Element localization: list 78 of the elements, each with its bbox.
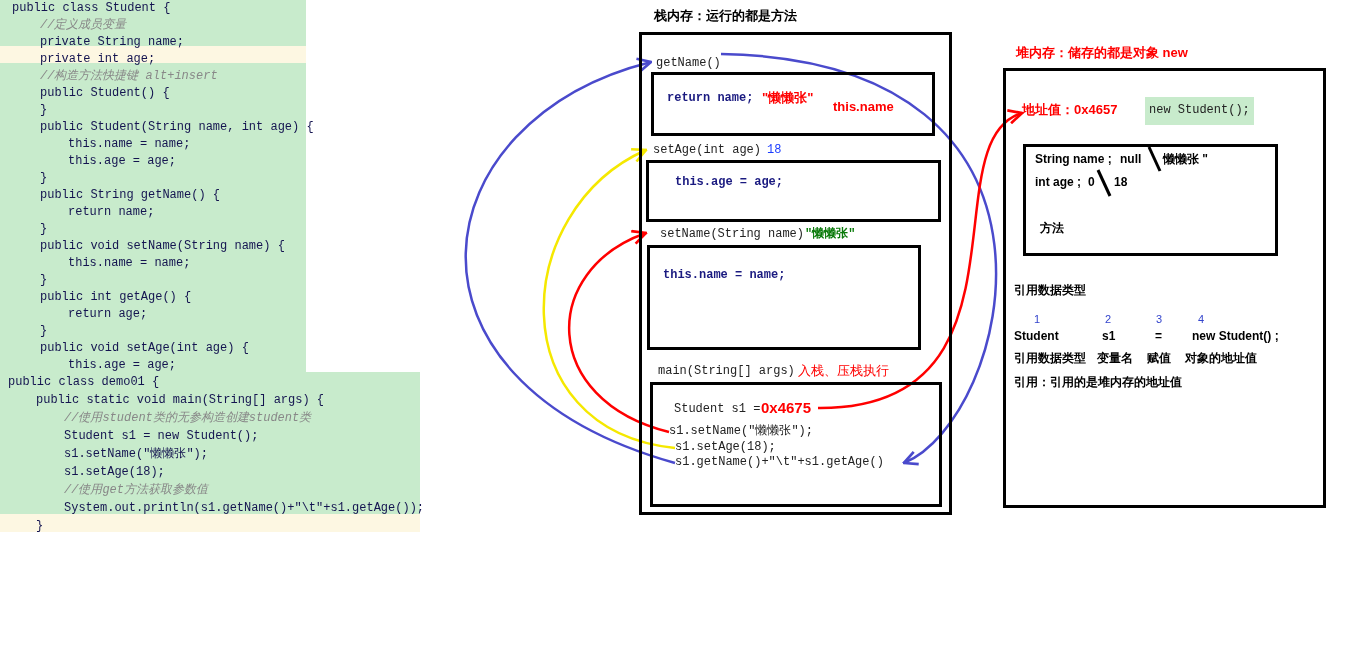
argument-value: 18	[767, 143, 782, 158]
code-line: s1.setName("懒懒张");	[64, 447, 209, 462]
field-text: int age ;	[1035, 175, 1081, 190]
code-line: public class demo01 {	[8, 375, 160, 390]
field-text: String name ;	[1035, 152, 1112, 167]
method-signature: setName(String name)	[660, 227, 805, 242]
field-value: 懒懒张 "	[1163, 152, 1209, 167]
code-comment: //构造方法快捷键 alt+insert	[40, 69, 218, 84]
code-line: s1.setAge(18);	[675, 440, 776, 455]
note-text: 引用数据类型	[1014, 283, 1086, 298]
code-line: this.name = name;	[663, 268, 786, 283]
code-comment: //定义成员变量	[40, 18, 127, 33]
note-text: 变量名	[1097, 351, 1133, 366]
note-text: 赋值	[1147, 351, 1171, 366]
arrow	[568, 231, 670, 434]
note-text: 引用数据类型	[1014, 351, 1086, 366]
code-line: public Student(String name, int age) {	[40, 120, 314, 135]
code-line: System.out.println(s1.getName()+"\t"+s1.getAge());	[64, 501, 425, 516]
code-line: return name;	[68, 205, 155, 220]
code-line: Student s1 =	[674, 402, 761, 417]
code-line: public class Student {	[12, 1, 171, 16]
code-part: s1	[1102, 329, 1116, 344]
value-note: "懒懒张"	[762, 90, 814, 106]
code-line: }	[40, 103, 48, 118]
code-line: }	[40, 171, 48, 186]
address-value: 地址值：0x4657	[1022, 102, 1118, 118]
code-line: public int getAge() {	[40, 290, 192, 305]
code-line: s1.getName()+"\t"+s1.getAge()	[675, 455, 904, 470]
code-line: public String getName() {	[40, 188, 221, 203]
code-line: this.age = age;	[68, 358, 177, 373]
code-line: Student s1 = new Student();	[64, 429, 259, 444]
field-value: null	[1120, 152, 1142, 167]
heading: 堆内存：储存的都是对象 new	[1016, 45, 1188, 61]
arrow	[817, 111, 1024, 410]
method-signature: main(String[] args)	[658, 364, 795, 379]
code-line: s1.setName("懒懒张");	[669, 424, 814, 439]
note-text: 对象的地址值	[1185, 351, 1257, 366]
callout-number: 3	[1156, 313, 1163, 327]
field-value: 0	[1088, 175, 1095, 190]
code-line: public static void main(String[] args) {	[36, 393, 325, 408]
code-comment: //使用get方法获取参数值	[64, 483, 208, 498]
heading: 栈内存：运行的都是方法	[654, 8, 797, 24]
code-part: =	[1155, 329, 1162, 344]
callout-number: 2	[1105, 313, 1112, 327]
code-line: private int age;	[40, 52, 156, 67]
code-line: s1.setAge(18);	[64, 465, 165, 480]
code-line: }	[40, 324, 48, 339]
code-line: this.name = name;	[68, 137, 191, 152]
argument-value: "懒懒张"	[805, 227, 856, 242]
code-line: public void setAge(int age) {	[40, 341, 249, 356]
note-text: 入栈、压栈执行	[798, 363, 889, 379]
callout-number: 4	[1198, 313, 1205, 327]
arrow	[720, 52, 997, 465]
field-value: 18	[1114, 175, 1128, 190]
code-line: return name;	[667, 91, 754, 106]
method-text: 方法	[1040, 221, 1064, 236]
code-line: this.age = age;	[675, 175, 784, 190]
arrow	[542, 148, 676, 450]
method-signature: getName()	[656, 56, 721, 71]
code-part: Student	[1014, 329, 1059, 344]
callout-number: 1	[1034, 313, 1041, 327]
code-line: }	[40, 273, 48, 288]
code-line: }	[36, 519, 44, 534]
code-highlight: new Student();	[1145, 97, 1254, 125]
code-line: return age;	[68, 307, 148, 322]
code-line: private String name;	[40, 35, 185, 50]
note-text: 引用：引用的是堆内存的地址值	[1014, 375, 1182, 390]
code-line: public Student() {	[40, 86, 170, 101]
address-value: 0x4675	[761, 399, 812, 417]
code-line: }	[40, 222, 48, 237]
code-line: this.name = name;	[68, 256, 191, 271]
code-comment: //使用student类的无参构造创建student类	[64, 411, 312, 426]
value-note: this.name	[833, 99, 894, 115]
code-line: public void setName(String name) {	[40, 239, 285, 254]
method-signature: setAge(int age)	[653, 143, 762, 158]
code-line: this.age = age;	[68, 154, 177, 169]
arrow	[464, 58, 676, 465]
code-part: new Student() ;	[1192, 329, 1279, 344]
